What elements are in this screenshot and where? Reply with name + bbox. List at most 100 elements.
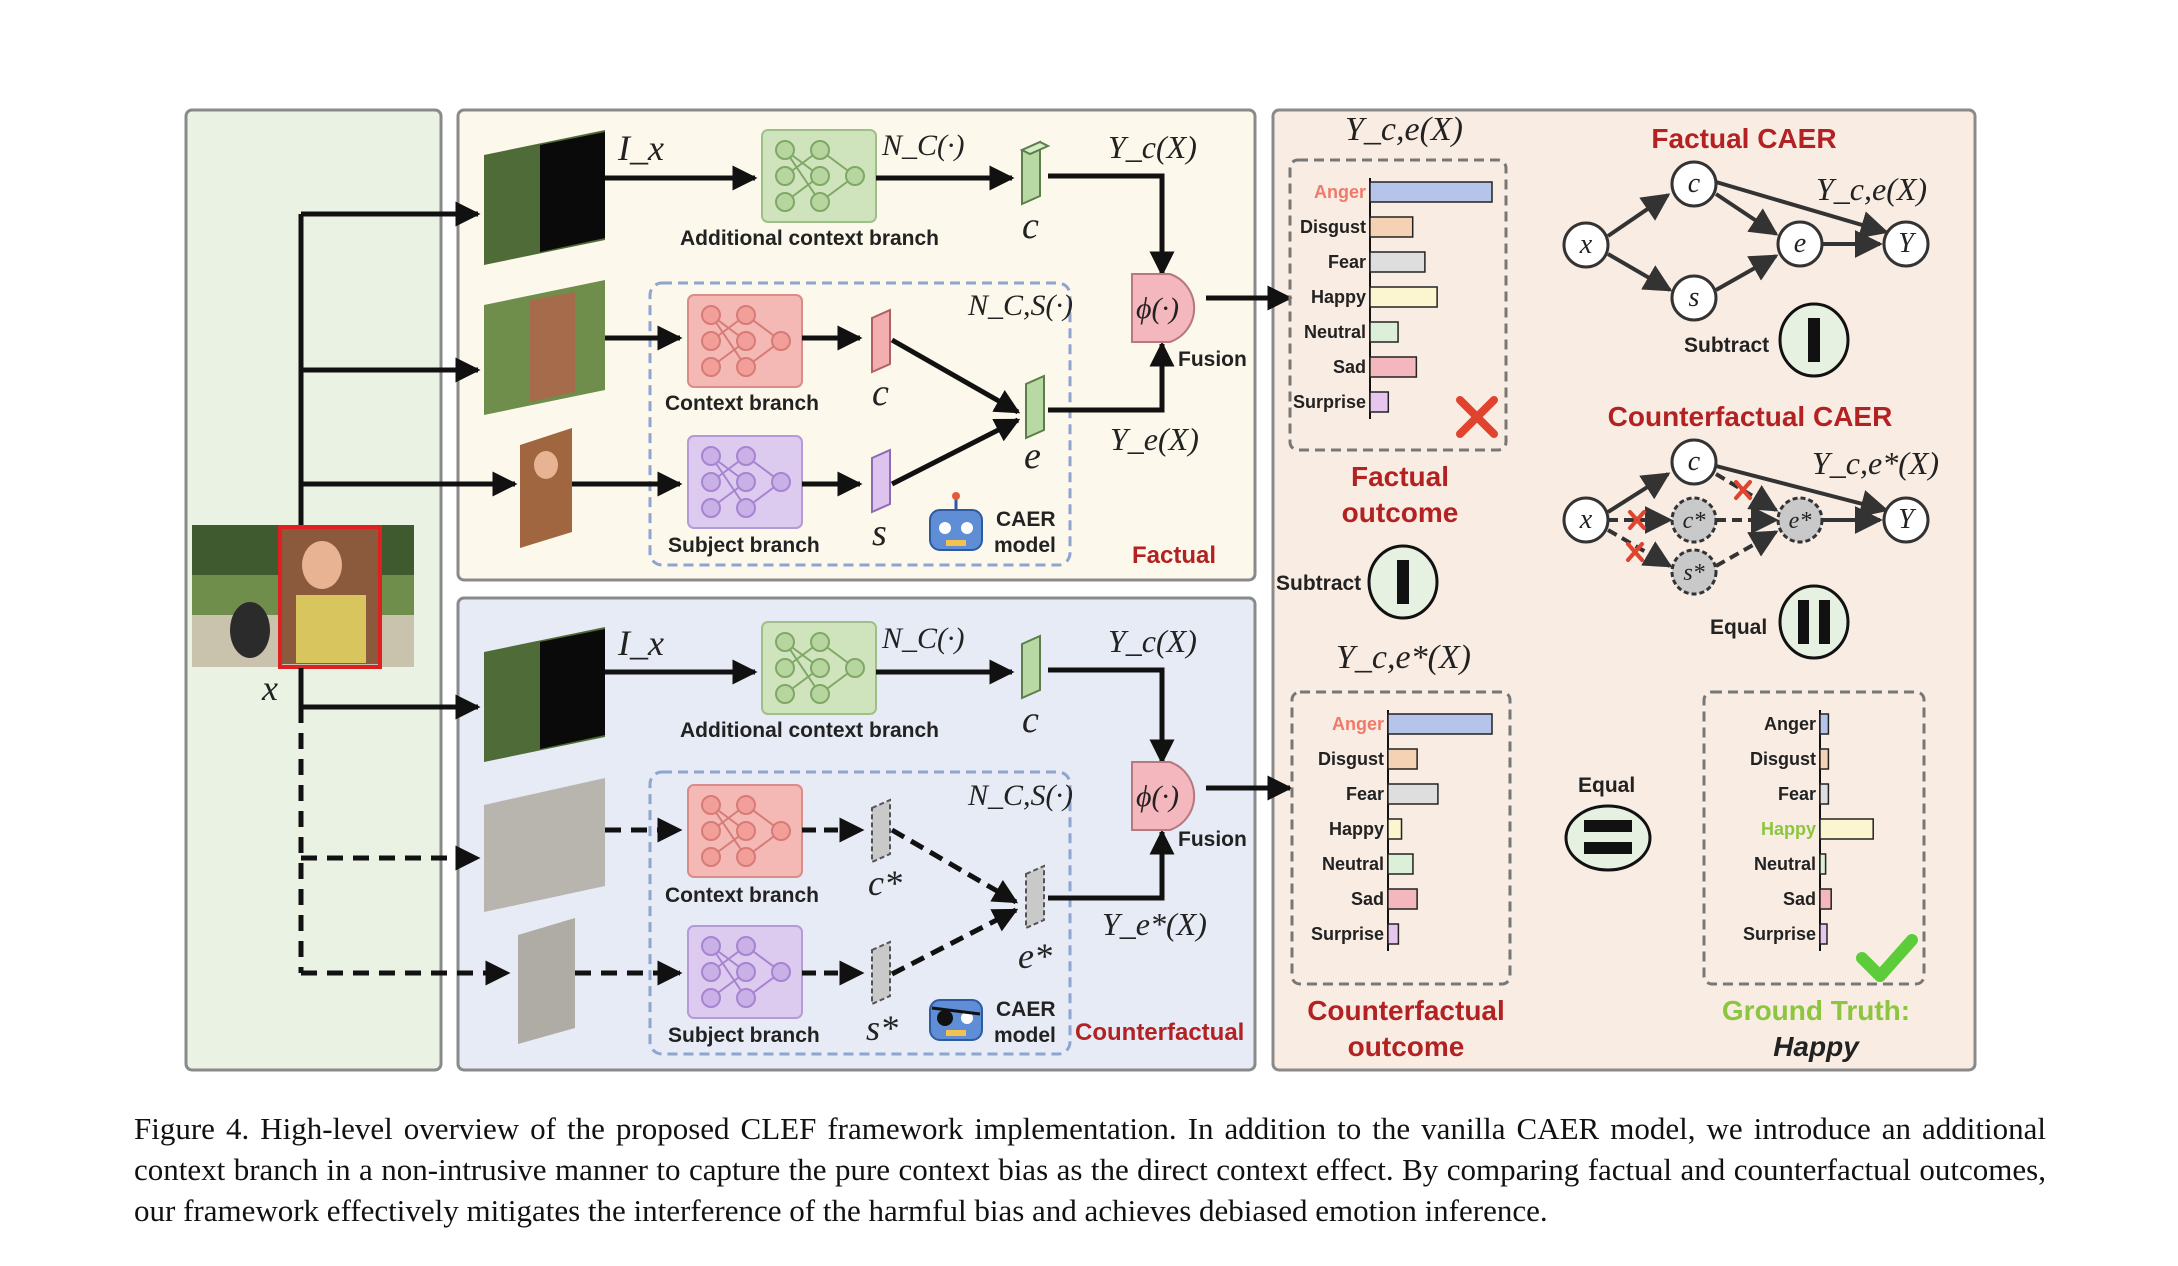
factual-graph-yce-label: Y_c,e(X)	[1816, 171, 1927, 207]
factual-caer-model-label-1: CAER	[996, 508, 1056, 531]
graph-equal-label: Equal	[1710, 616, 1767, 639]
counterfactual-chart-label-neutral: Neutral	[1322, 854, 1384, 874]
node-sstar-label: s*	[1683, 560, 1704, 586]
ground-truth-caption-2: Happy	[1773, 1031, 1860, 1062]
factual-chart-label-neutral: Neutral	[1304, 322, 1366, 342]
factual-chart-bar-neutral	[1369, 321, 1399, 343]
factual-causal-graph	[1606, 180, 1889, 292]
counterfactual-chart-bar-happy	[1387, 818, 1403, 840]
factual-nc-label: N_C(·)	[881, 129, 965, 162]
factual-chart-label-happy: Happy	[1311, 287, 1366, 307]
cf-caer-graph-title: Counterfactual CAER	[1608, 401, 1893, 432]
cf-caer-model-label-1: CAER	[996, 998, 1056, 1021]
factual-chart-bar-surprise	[1369, 391, 1390, 413]
factual-outcome-chart-box	[1288, 158, 1508, 452]
counterfactual-outcome-chart-box	[1290, 690, 1512, 986]
node-cstar-label: c*	[1683, 508, 1706, 534]
factual-chart-bar-sad	[1369, 356, 1418, 378]
graph-equal-icon	[1778, 584, 1850, 660]
factual-chart-label-anger: Anger	[1314, 182, 1366, 202]
ground-truth-chart-bar-neutral	[1819, 853, 1827, 875]
counterfactual-chart-bar-disgust	[1387, 748, 1418, 770]
counterfactual-chart-label-disgust: Disgust	[1318, 749, 1384, 769]
factual-e-label: e	[1024, 435, 1041, 477]
cf-ix-label: I_x	[617, 623, 664, 663]
ground-truth-chart-label-surprise: Surprise	[1743, 924, 1816, 944]
cf-cstar-feature	[871, 798, 891, 864]
cf-nc-network	[761, 621, 877, 715]
cf-yc-label: Y_c(X)	[1108, 623, 1197, 659]
input-x-label: x	[261, 668, 278, 708]
factual-nc-network	[761, 129, 877, 223]
factual-chart-label-fear: Fear	[1328, 252, 1366, 272]
subject-bbox	[278, 525, 382, 669]
factual-context-network	[687, 294, 803, 388]
factual-c2-label: c	[872, 372, 889, 414]
factual-full-image	[484, 280, 605, 415]
outcome-subtract-label: Subtract	[1276, 572, 1361, 595]
factual-ye-label: Y_e(X)	[1110, 421, 1199, 457]
input-trunk-dashed	[298, 707, 511, 986]
counterfactual-chart-label-anger: Anger	[1332, 714, 1384, 734]
input-trunk-lines	[298, 201, 518, 720]
cf-panel-title: Counterfactual	[1075, 1019, 1244, 1046]
factual-c-feature	[1019, 140, 1051, 206]
ground-truth-chart-label-sad: Sad	[1783, 889, 1816, 909]
node-c-cf-label: c	[1688, 446, 1701, 477]
factual-chart-label-sad: Sad	[1333, 357, 1366, 377]
cf-graph-yce-label: Y_c,e*(X)	[1812, 445, 1939, 481]
cf-ncs-label: N_C,S(·)	[967, 779, 1073, 812]
node-s-label: s	[1689, 282, 1700, 313]
cf-graph-cross-marks	[1626, 480, 1752, 562]
node-e-label: e	[1794, 228, 1806, 259]
factual-context-image	[484, 130, 605, 265]
cf-noise-image-small	[518, 918, 575, 1044]
robot-icon	[929, 492, 983, 551]
factual-panel-title: Factual	[1132, 542, 1216, 569]
factual-chart-label-disgust: Disgust	[1300, 217, 1366, 237]
node-c-label: c	[1688, 168, 1701, 199]
cf-c-label: c	[1022, 699, 1039, 741]
ground-truth-chart-bar-fear	[1819, 783, 1830, 805]
node-y-cf	[1882, 496, 1930, 544]
ground-truth-chart-bar-disgust	[1819, 748, 1830, 770]
ground-truth-chart-label-neutral: Neutral	[1754, 854, 1816, 874]
factual-subject-network	[687, 435, 803, 529]
counterfactual-outcome-caption-2: outcome	[1348, 1031, 1465, 1062]
factual-caer-graph-title: Factual CAER	[1651, 123, 1836, 154]
cf-context-network	[687, 784, 803, 878]
node-c	[1670, 160, 1718, 208]
factual-additional-branch-label: Additional context branch	[680, 227, 939, 250]
node-x-label: x	[1579, 229, 1593, 260]
cf-subject-branch-label: Subject branch	[668, 1024, 820, 1047]
ground-truth-chart-label-disgust: Disgust	[1750, 749, 1816, 769]
factual-s-label: s	[872, 512, 887, 554]
factual-chart-label-surprise: Surprise	[1293, 392, 1366, 412]
counterfactual-chart-label-happy: Happy	[1329, 819, 1384, 839]
node-estar	[1776, 496, 1824, 544]
factual-fusion-label: Fusion	[1178, 348, 1247, 371]
factual-fusion-node	[1131, 273, 1196, 343]
robot-eyepatch-icon	[929, 999, 983, 1041]
check-icon	[1856, 934, 1918, 982]
cf-context-branch-label: Context branch	[665, 884, 819, 907]
node-x-cf	[1562, 496, 1610, 544]
subtract-icon	[1367, 544, 1439, 620]
counterfactual-chart-label-fear: Fear	[1346, 784, 1384, 804]
counterfactual-outcome-caption-1: Counterfactual	[1307, 995, 1505, 1026]
node-c-cf	[1670, 438, 1718, 486]
cross-icon	[1456, 396, 1498, 438]
ground-truth-chart-label-anger: Anger	[1764, 714, 1816, 734]
factual-chart-bar-anger	[1369, 181, 1493, 203]
factual-context-branch-label: Context branch	[665, 392, 819, 415]
graph-subtract-label: Subtract	[1684, 334, 1769, 357]
factual-graph-nodes	[1562, 160, 1930, 322]
node-s	[1670, 274, 1718, 322]
factual-ix-label: I_x	[617, 128, 664, 168]
graph-subtract-icon	[1778, 302, 1850, 378]
node-y	[1882, 220, 1930, 268]
factual-s-feature	[871, 448, 891, 514]
node-y-cf-label: Y	[1898, 504, 1917, 535]
